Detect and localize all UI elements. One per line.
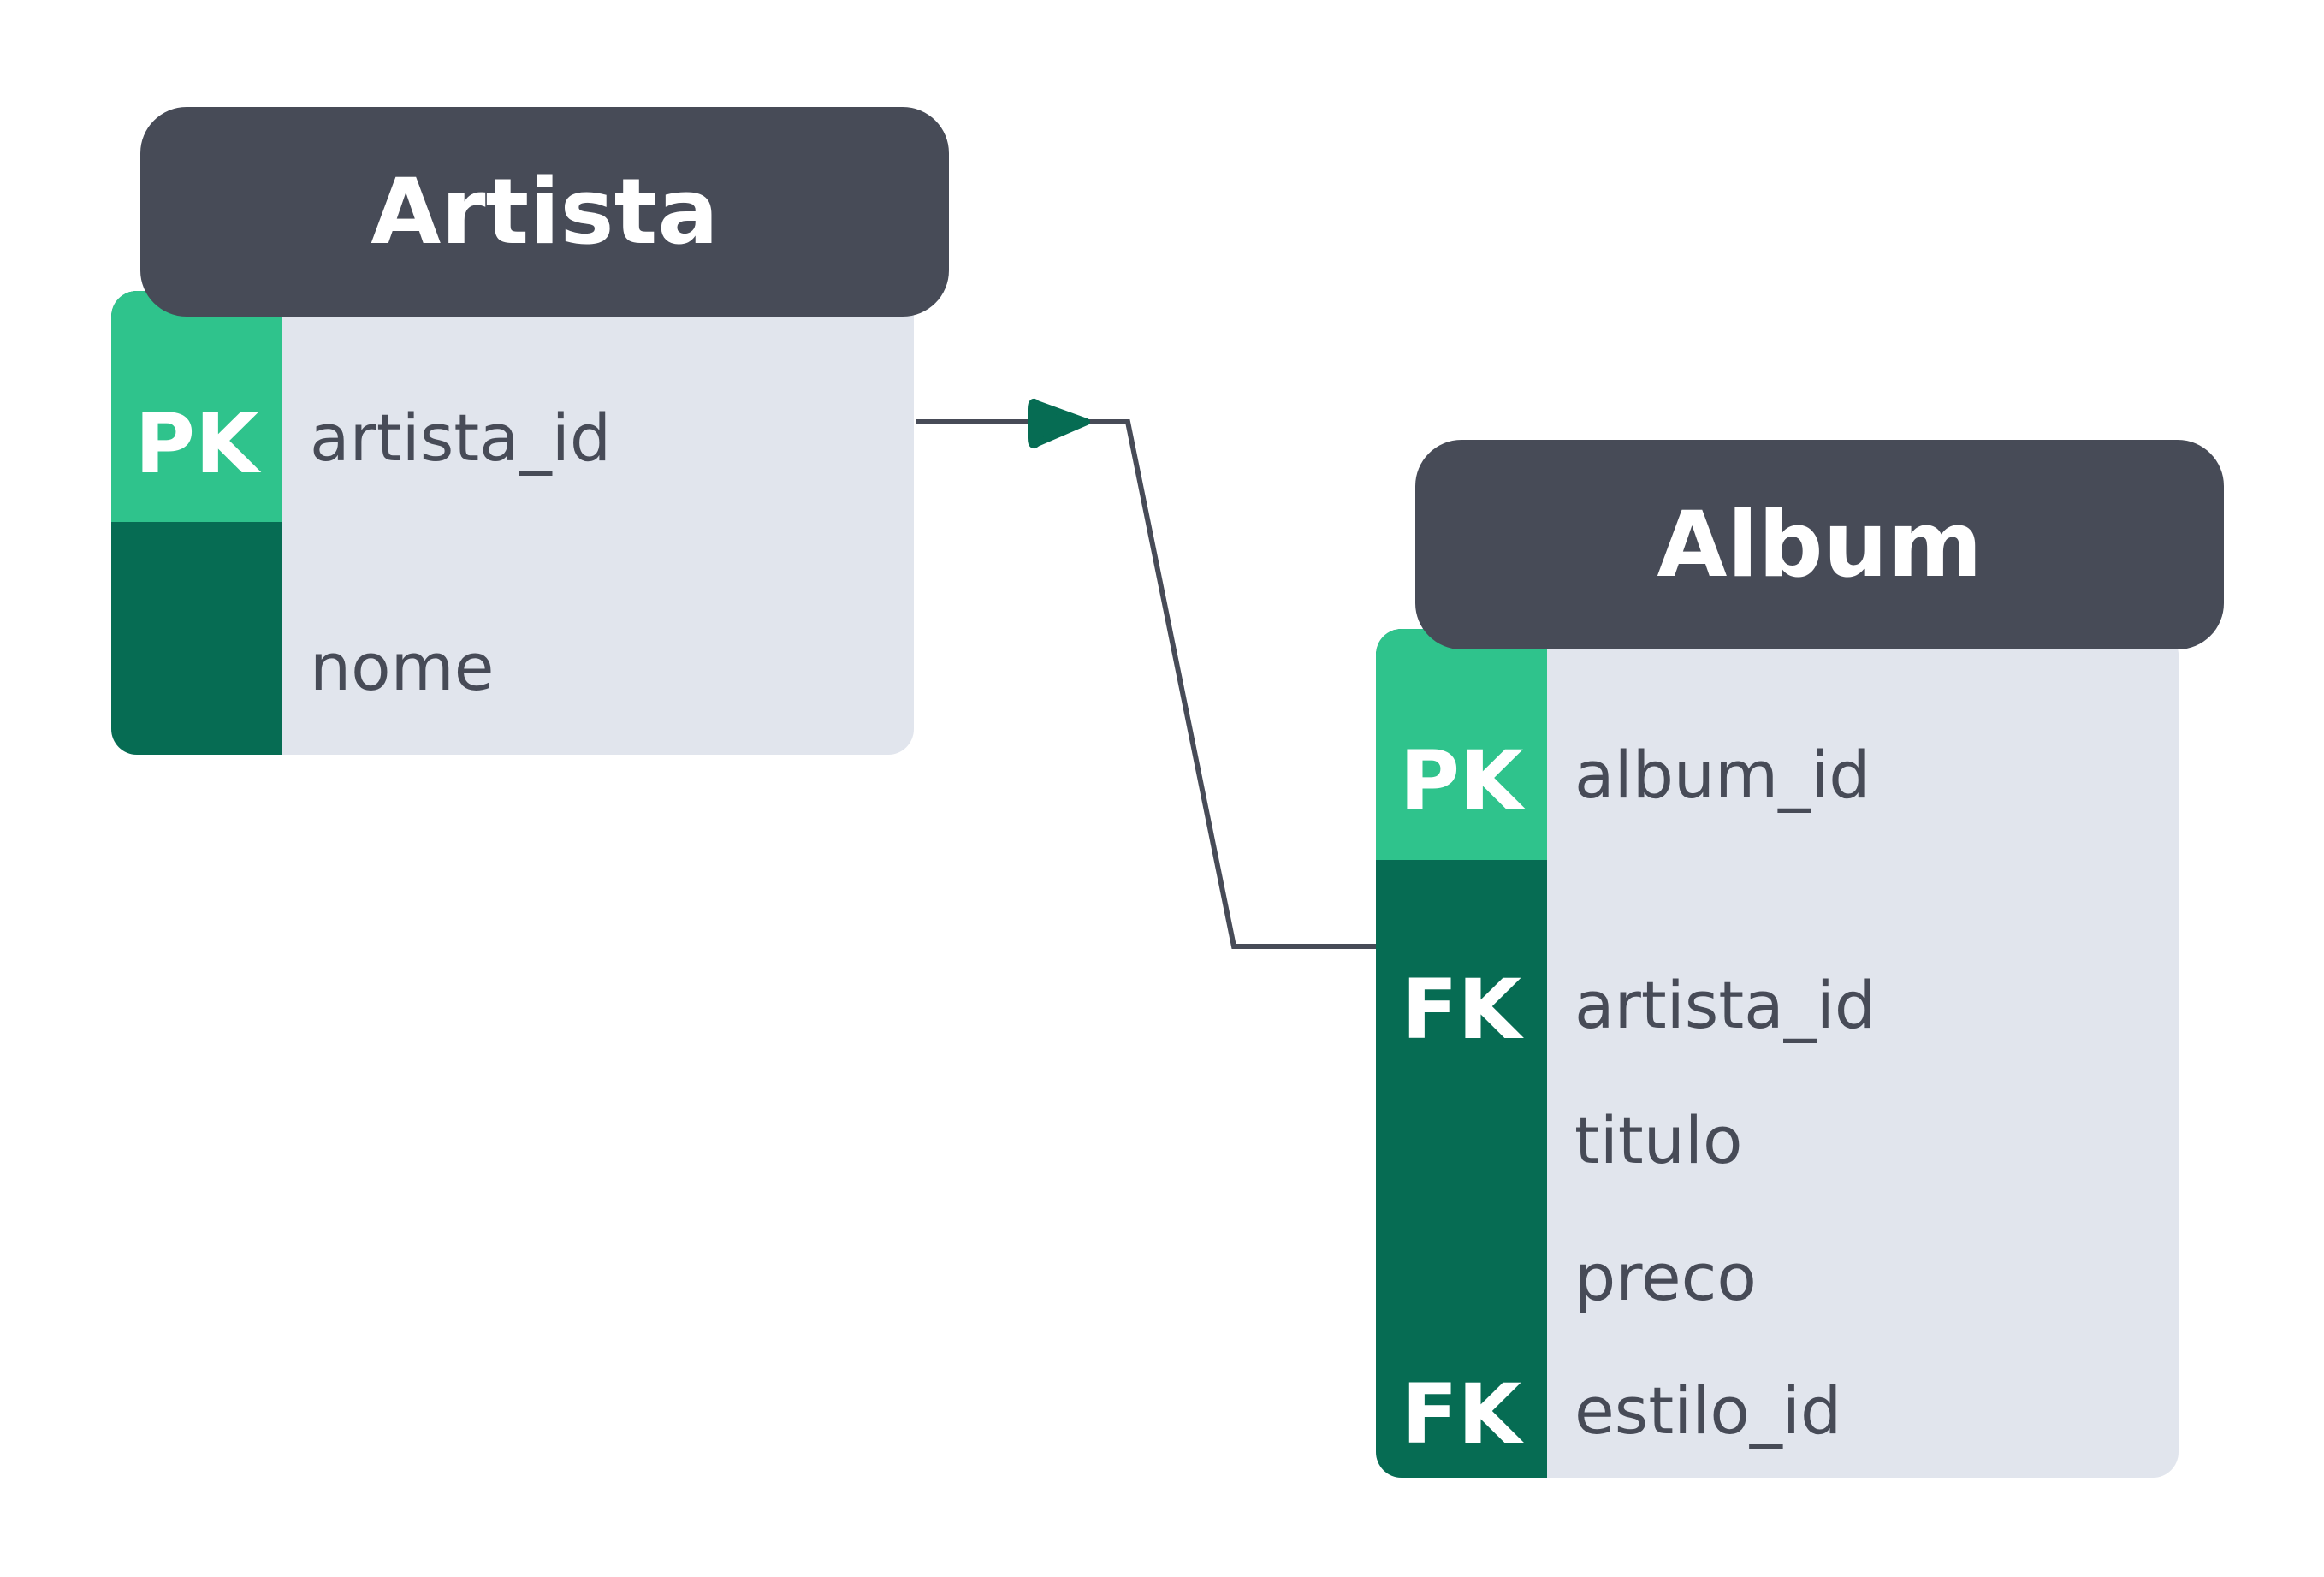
arrow-icon [1028,399,1090,448]
field-album-id: album_id [1574,737,1870,813]
primary-key-block [1376,629,1547,860]
entity-title: Album [1657,492,1983,597]
field-artista-id: artista_id [1574,967,1876,1043]
field-estilo-id: estilo_id [1574,1372,1842,1449]
pk-badge: PK [134,396,259,492]
primary-key-block [111,291,282,522]
entity-title: Artista [371,159,719,264]
fk-badge: FK [1402,962,1521,1058]
field-artista-id: artista_id [310,400,612,476]
entity-header-album: Album [1415,440,2224,649]
field-nome: nome [310,629,495,705]
pk-badge: PK [1399,733,1524,829]
entity-header-artista: Artista [140,107,949,317]
field-preco: preco [1574,1239,1757,1315]
entity-body-artista: PK artista_id nome [111,291,914,755]
fk-badge: FK [1402,1367,1521,1462]
relationship-line [916,419,1382,949]
entity-body-album: PK album_id FK artista_id titulo preco F… [1376,629,2179,1478]
field-titulo: titulo [1574,1102,1743,1178]
